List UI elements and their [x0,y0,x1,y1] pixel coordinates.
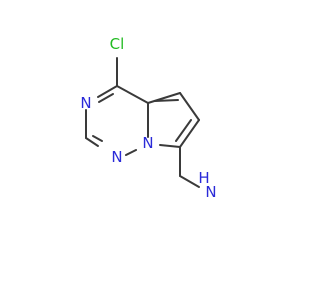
molecule-diagram: Cl N N N H N [80,35,216,201]
bond-c4-n3 [97,85,118,98]
bond-c4a-c4 [116,85,149,104]
bond-c4a-c5 [147,92,181,104]
bonds [85,57,200,188]
atom-labels: Cl N N N H N [80,35,216,201]
bond-ch2-nh2 [179,175,200,188]
bond-c6-c7-second [175,119,192,142]
amine-hydrogen-label: H [198,169,209,187]
chlorine-label: Cl [110,35,125,53]
nitrogen-1-label: N [111,148,122,166]
bond-c6-c7 [179,119,200,148]
structure-canvas: Cl N N N H N [80,35,216,201]
bond-c5-c6 [179,92,200,121]
nitrogen-3-label: N [80,94,91,112]
bond-c7-nbridge [159,144,181,148]
bond-c4-n3-second [98,93,114,103]
amine-nitrogen-label: N [205,183,216,201]
bond-n1-nbridge [125,149,137,156]
bond-c4a-c5-second [154,99,179,102]
bond-c2-n1-second [92,135,103,142]
nitrogen-bridge-label: N [142,134,153,152]
bond-c2-n1 [85,137,99,147]
